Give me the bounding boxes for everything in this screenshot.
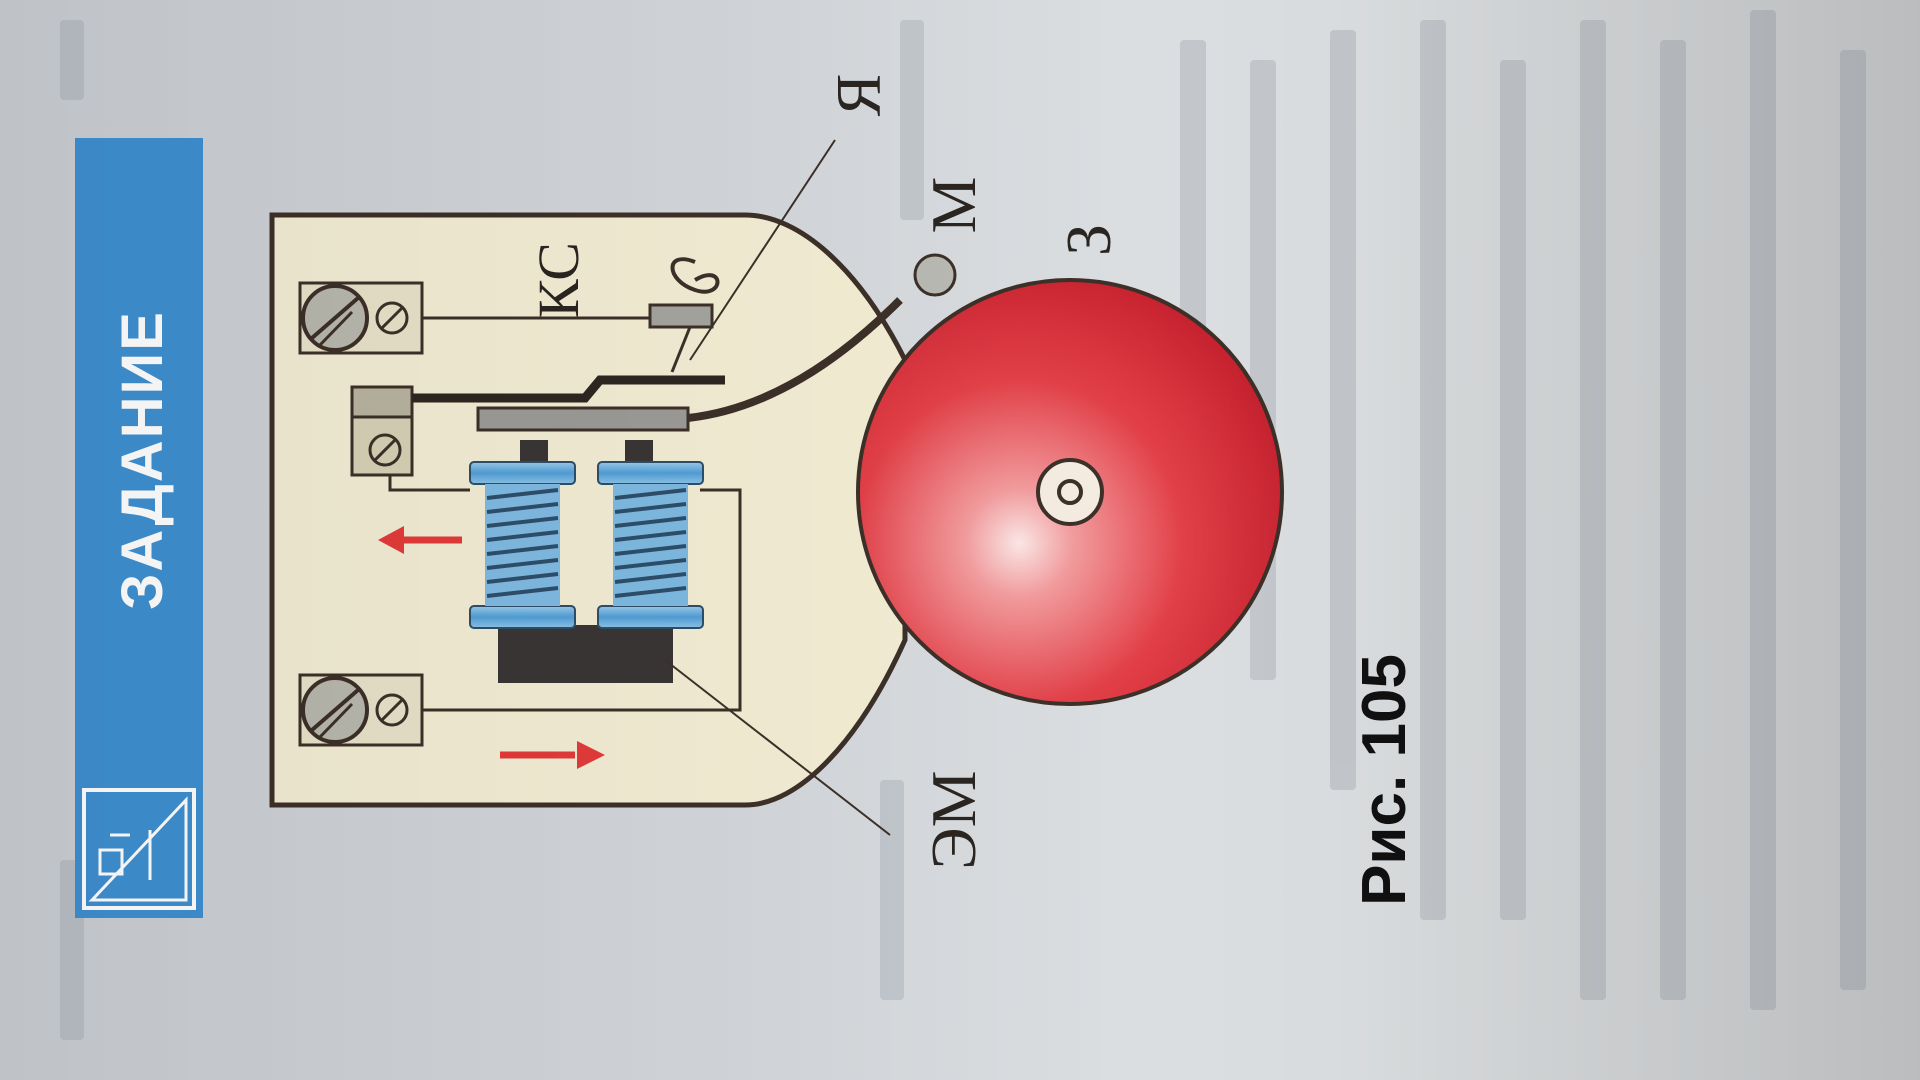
armature-mount <box>350 385 414 477</box>
hammer-ball <box>913 253 957 297</box>
label-m: М <box>918 177 989 234</box>
label-ks: КС <box>526 242 591 318</box>
terminal-bottom <box>298 673 424 747</box>
label-z: З <box>1053 224 1124 256</box>
terminal-top <box>298 281 424 355</box>
task-badge: ЗАДАНИЕ <box>75 138 203 918</box>
figure-caption: Рис. 105 <box>1350 654 1419 906</box>
task-badge-label: ЗАДАНИЕ <box>110 310 175 610</box>
label-ya: Я <box>823 74 894 117</box>
label-em: ЭМ <box>918 770 989 869</box>
bell-gong <box>856 278 1284 706</box>
